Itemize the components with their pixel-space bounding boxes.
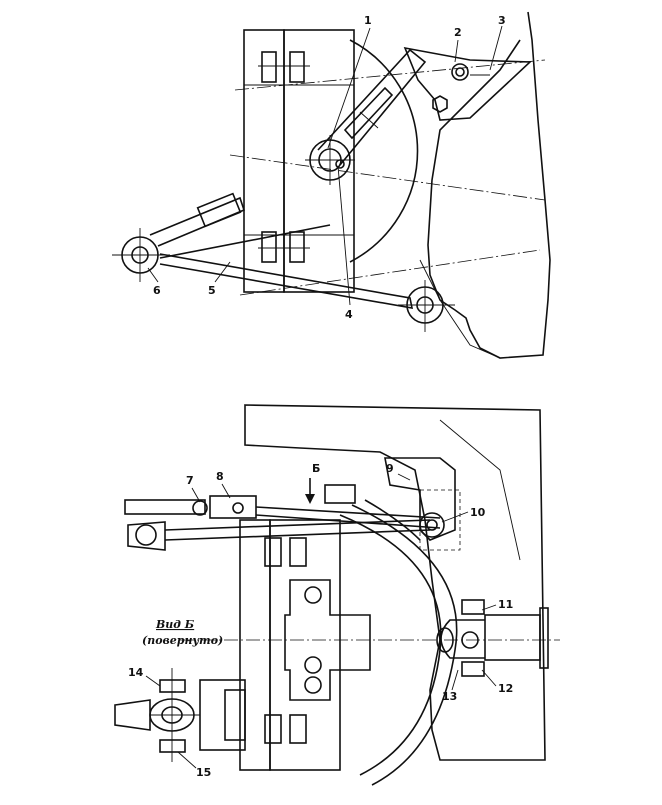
label-7: 7 <box>186 474 194 487</box>
view-b-subtitle: (повернуто) <box>142 634 223 647</box>
label-3: 3 <box>498 14 506 27</box>
arrow-b <box>305 478 356 504</box>
hub-disc <box>349 39 419 263</box>
tie-rod-upper <box>149 192 245 247</box>
link-rod-7-8 <box>124 495 441 529</box>
pivot-pin-4 <box>305 135 355 185</box>
lower-rod <box>127 519 431 551</box>
label-6: 6 <box>153 284 161 297</box>
label-4: 4 <box>345 308 353 321</box>
label-5: 5 <box>208 284 216 297</box>
ball-joint-right <box>398 280 455 332</box>
tie-rod-5 <box>159 224 414 309</box>
label-11: 11 <box>498 598 513 611</box>
label-12: 12 <box>498 682 513 695</box>
body-outline-top <box>427 11 551 359</box>
bottom-view: Б 7 8 9 10 11 12 13 14 15 Вид Б (поверну… <box>114 404 560 786</box>
joint-10 <box>419 512 445 538</box>
bracket-3 <box>403 46 532 121</box>
top-view: 1 2 3 4 5 6 <box>112 11 551 359</box>
label-9: 9 <box>386 462 394 475</box>
bolts-bottom <box>264 537 322 744</box>
label-13: 13 <box>442 690 457 703</box>
hub-cross <box>284 579 371 701</box>
view-b-detail <box>114 668 246 762</box>
bolt-pair-top <box>258 51 310 83</box>
label-1: 1 <box>364 14 372 27</box>
label-2: 2 <box>454 26 462 39</box>
label-14: 14 <box>128 666 144 679</box>
steering-arm-1 <box>317 48 427 166</box>
mount-plate <box>243 29 285 293</box>
ball-joint-6 <box>112 228 170 282</box>
label-8: 8 <box>216 470 224 483</box>
label-10: 10 <box>470 506 486 519</box>
body-outline-bottom <box>244 404 546 761</box>
label-15: 15 <box>196 766 211 779</box>
label-b-arrow: Б <box>312 462 320 475</box>
clamp-11-12 <box>436 599 549 677</box>
view-b-title: Вид Б <box>155 618 195 631</box>
